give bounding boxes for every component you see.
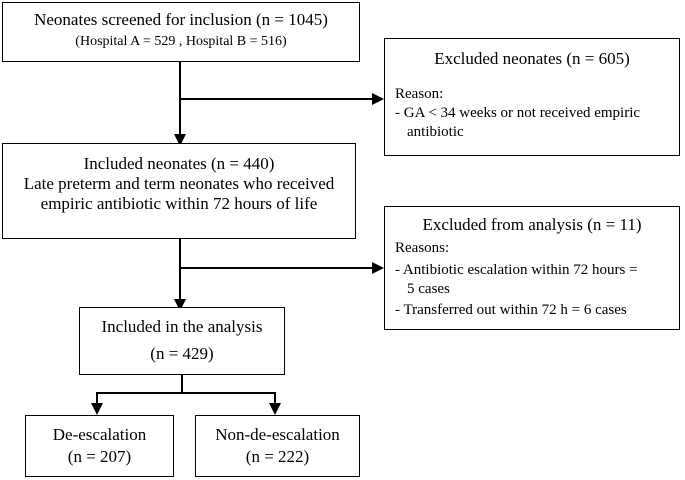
excluded-analysis-reason1-line1: - Antibiotic escalation within 72 hours …	[395, 262, 638, 278]
included-neonates-box: Included neonates (n = 440) Late preterm…	[2, 143, 356, 239]
non-de-escalation-title: Non-de-escalation	[215, 425, 340, 444]
connector-included-to-analysis	[179, 239, 181, 301]
non-de-escalation-box: Non-de-escalation (n = 222)	[195, 415, 360, 477]
arrow-down-de-escalation	[91, 403, 103, 415]
included-neonates-line2: Late preterm and term neonates who recei…	[23, 174, 335, 193]
arrow-right-excluded-analysis	[372, 262, 384, 274]
excluded-neonates-reason-line1: - GA < 34 weeks or not received empiric	[395, 105, 641, 121]
included-analysis-title: Included in the analysis	[101, 317, 263, 336]
excluded-neonates-title: Excluded neonates (n = 605)	[434, 49, 630, 68]
excluded-neonates-reason-line2: antibiotic	[407, 124, 464, 140]
connector-to-excluded-analysis	[180, 267, 374, 269]
connector-split-horizontal	[96, 392, 276, 394]
included-neonates-line3: empiric antibiotic within 72 hours of li…	[40, 194, 318, 213]
screened-box: Neonates screened for inclusion (n = 104…	[2, 2, 360, 62]
de-escalation-box: De-escalation (n = 207)	[25, 415, 174, 477]
de-escalation-title: De-escalation	[52, 425, 147, 444]
excluded-analysis-reasons-label: Reasons:	[395, 240, 450, 256]
included-neonates-title: Included neonates (n = 440)	[83, 154, 275, 173]
screened-detail: (Hospital A = 529 , Hospital B = 516)	[75, 34, 287, 49]
screened-title: Neonates screened for inclusion (n = 104…	[34, 10, 328, 29]
arrow-right-excluded-neonates	[372, 93, 384, 105]
connector-analysis-to-split	[181, 375, 183, 393]
non-de-escalation-count: (n = 222)	[245, 447, 310, 466]
excluded-neonates-box: Excluded neonates (n = 605) Reason: - GA…	[384, 38, 680, 156]
included-analysis-count: (n = 429)	[150, 344, 214, 363]
arrow-down-non-de-escalation	[269, 403, 281, 415]
included-analysis-box: Included in the analysis (n = 429)	[79, 307, 285, 375]
connector-split-left	[96, 392, 98, 404]
excluded-analysis-title: Excluded from analysis (n = 11)	[422, 215, 642, 234]
excluded-neonates-reason-label: Reason:	[395, 86, 444, 102]
excluded-analysis-reason2: - Transferred out within 72 h = 6 cases	[395, 302, 627, 318]
connector-split-right	[274, 392, 276, 404]
connector-to-excluded-neonates	[180, 98, 374, 100]
excluded-analysis-box: Excluded from analysis (n = 11) Reasons:…	[384, 206, 680, 330]
de-escalation-count: (n = 207)	[67, 447, 132, 466]
excluded-analysis-reason1-line2: 5 cases	[407, 281, 450, 297]
